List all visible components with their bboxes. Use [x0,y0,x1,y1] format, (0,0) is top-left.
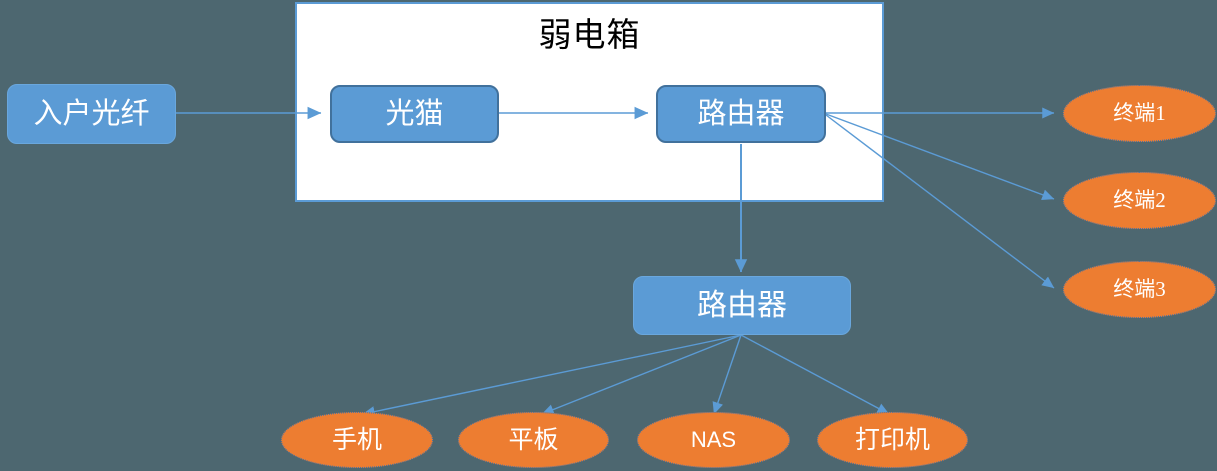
node-terminal-2[interactable]: 终端2 [1063,172,1216,229]
node-device-phone[interactable]: 手机 [281,412,433,468]
node-device-nas[interactable]: NAS [637,412,790,468]
connector-subrouter-to-printer [740,334,890,415]
connector-subrouter-to-nas [712,334,742,415]
connector-subrouter-to-tablet [541,334,742,415]
node-router-main[interactable]: 路由器 [656,85,826,143]
node-optical-modem[interactable]: 光猫 [330,85,499,143]
node-device-tablet[interactable]: 平板 [458,412,609,468]
node-device-printer[interactable]: 打印机 [817,412,968,468]
enclosure-title: 弱电箱 [538,18,641,54]
node-terminal-1[interactable]: 终端1 [1063,85,1216,142]
node-fiber-in[interactable]: 入户光纤 [7,84,176,144]
node-router-sub[interactable]: 路由器 [633,276,851,335]
connector-subrouter-to-phone [362,334,742,417]
node-terminal-3[interactable]: 终端3 [1063,261,1216,318]
